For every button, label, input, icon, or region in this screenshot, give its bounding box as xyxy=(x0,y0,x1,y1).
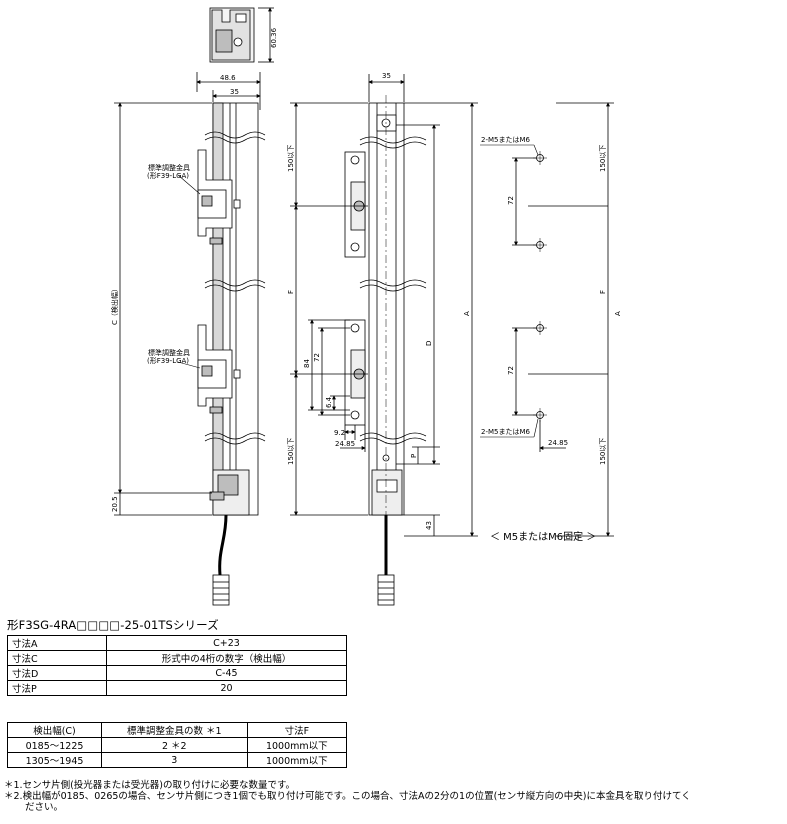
side-width-outer-dim: 48.6 xyxy=(220,74,236,82)
front-150-top-dim: 150以下 xyxy=(287,145,295,172)
side-width-inner-dim: 35 xyxy=(230,88,239,96)
table-cell: 3 xyxy=(100,752,248,768)
front-6-4-dim: 6.4 xyxy=(325,396,333,408)
column-header: 検出幅(C) xyxy=(7,722,102,738)
front-view xyxy=(290,74,478,606)
front-43-dim: 43 xyxy=(425,521,433,530)
dimension-drawing: 60.36 xyxy=(110,7,622,606)
mount-caption: ＜ M5またはM6固定 ＞ xyxy=(490,530,596,543)
table-row: 寸法C 形式中の4桁の数字（検出幅） xyxy=(7,650,347,666)
table-row: 寸法P 20 xyxy=(7,680,347,696)
dim-label: 寸法P xyxy=(7,680,107,696)
table-cell: 1000mm以下 xyxy=(246,752,348,768)
dim-value: 20 xyxy=(106,680,347,696)
dim-label: 寸法A xyxy=(7,635,107,651)
footnotes: ＊1.センサ片側(投光器または受光器)の取り付けに必要な数量です。 ＊2.検出幅… xyxy=(4,780,784,813)
table-row: 寸法A C+23 xyxy=(7,635,347,651)
column-header: 寸法F xyxy=(246,722,348,738)
top-height-dim: 60.36 xyxy=(270,27,278,48)
mount-f-dim: F xyxy=(599,290,607,294)
side-c-dim: C（検出幅） xyxy=(110,285,119,325)
table-row: 1305～1945 3 1000mm以下 xyxy=(7,752,348,768)
front-a-dim: A xyxy=(463,311,471,316)
series-title: 形F3SG-4RA□□□□-25-01TSシリーズ xyxy=(7,618,219,632)
table-cell: 1000mm以下 xyxy=(246,737,348,753)
mount-hole-view xyxy=(480,102,614,537)
front-24-85-dim: 24.85 xyxy=(335,440,355,448)
bracket-model-2: (形F39-LGA) xyxy=(147,357,189,365)
table-cell: 2 ＊2 xyxy=(100,737,248,753)
bracket-model-1: (形F39-LGA) xyxy=(147,172,189,180)
dim-label: 寸法C xyxy=(7,650,107,666)
front-150-bottom-dim: 150以下 xyxy=(287,438,295,465)
mount-hole-bottom-label: 2-M5またはM6 xyxy=(481,428,531,436)
front-width-dim: 35 xyxy=(382,72,391,80)
front-p-dim: P xyxy=(410,454,418,458)
footnote-2-continued: ださい。 xyxy=(25,802,64,813)
mount-72-bottom-dim: 72 xyxy=(507,366,515,375)
table-row: 0185～1225 2 ＊2 1000mm以下 xyxy=(7,737,348,753)
table-header-row: 検出幅(C) 標準調整金具の数 ＊1 寸法F xyxy=(7,722,348,738)
front-d-dim: D xyxy=(425,341,433,346)
mount-hole-top-label: 2-M5またはM6 xyxy=(481,136,531,144)
front-9-2-dim: 9.2 xyxy=(334,429,345,437)
bracket-label-2: 標準調整金具 xyxy=(148,348,190,357)
front-72-dim: 72 xyxy=(313,353,321,362)
column-header: 標準調整金具の数 ＊1 xyxy=(100,722,248,738)
mount-72-top-dim: 72 xyxy=(507,196,515,205)
front-84-dim: 84 xyxy=(303,359,311,368)
table-cell: 1305～1945 xyxy=(7,752,102,768)
table-row: 寸法D C-45 xyxy=(7,665,347,681)
table-cell: 0185～1225 xyxy=(7,737,102,753)
footnote-2: ＊2.検出幅が0185、0265の場合、センサ片側につき1個でも取り付け可能です… xyxy=(4,791,691,802)
front-f-dim: F xyxy=(287,290,295,294)
dim-value: C-45 xyxy=(106,665,347,681)
dim-value: 形式中の4桁の数字（検出幅） xyxy=(106,650,347,666)
mount-150-top-dim: 150以下 xyxy=(599,145,607,172)
dim-label: 寸法D xyxy=(7,665,107,681)
bracket-count-table: 検出幅(C) 標準調整金具の数 ＊1 寸法F 0185～1225 2 ＊2 10… xyxy=(7,722,348,768)
mount-150-bottom-dim: 150以下 xyxy=(599,438,607,465)
side-bottom-dim: 20.5 xyxy=(111,496,119,512)
top-cross-section-view xyxy=(209,7,274,63)
bracket-label-1: 標準調整金具 xyxy=(148,163,190,172)
footnote-1: ＊1.センサ片側(投光器または受光器)の取り付けに必要な数量です。 xyxy=(4,780,296,791)
dim-value: C+23 xyxy=(106,635,347,651)
dimension-table: 寸法A C+23 寸法C 形式中の4桁の数字（検出幅） 寸法D C-45 寸法P… xyxy=(7,635,347,696)
side-view xyxy=(114,72,266,606)
mount-24-85-dim: 24.85 xyxy=(548,439,568,447)
mount-a-dim: A xyxy=(614,311,622,316)
